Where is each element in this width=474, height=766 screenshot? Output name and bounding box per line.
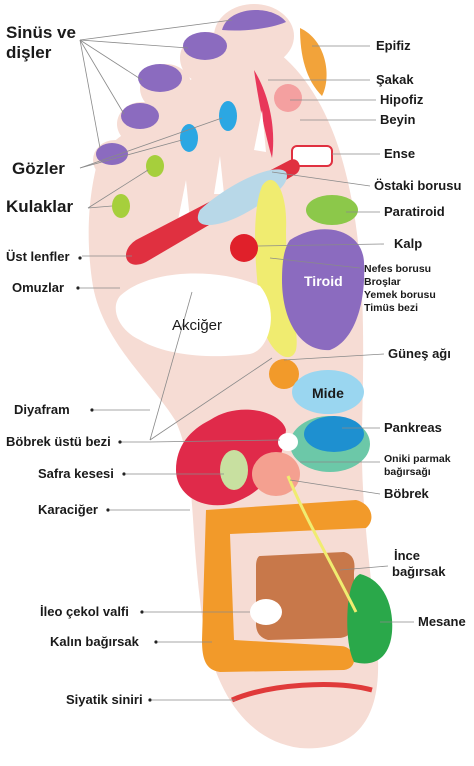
- label-pankreas: Pankreas: [384, 420, 442, 435]
- siyatik-zone: [231, 682, 373, 703]
- sinus-toe-4: [121, 103, 159, 129]
- label-yemek: Yemek borusu: [364, 289, 436, 301]
- eye-zone-1: [219, 101, 237, 131]
- label-karaciger: Karaciğer: [38, 502, 98, 517]
- label-sinus-2: dişler: [6, 43, 52, 62]
- label-oniki-1: Oniki parmak: [384, 453, 451, 465]
- gunes-zone: [269, 359, 299, 389]
- label-safra: Safra kesesi: [38, 466, 114, 481]
- mide-zone: [292, 370, 364, 414]
- leader-lines-right: [257, 45, 414, 623]
- ureter-line: [286, 475, 358, 613]
- label-akciger-zone: Akciğer: [172, 317, 222, 334]
- label-ust-lenfler: Üst lenfler: [6, 249, 70, 264]
- label-oniki-2: bağırsağı: [384, 466, 431, 478]
- tiroid-zone: [282, 229, 365, 351]
- label-epifiz: Epifiz: [376, 38, 411, 53]
- label-timus: Timüs bezi: [364, 302, 418, 314]
- ear-zone-2: [112, 194, 130, 218]
- paratiroid-zone: [306, 195, 358, 225]
- label-sakak: Şakak: [376, 72, 414, 87]
- sinus-big-toe: [222, 10, 286, 31]
- colon-zone: [202, 500, 372, 672]
- label-ense: Ense: [384, 146, 415, 161]
- label-sinus-1: Sinüs ve: [6, 23, 76, 42]
- label-kalp: Kalp: [394, 236, 422, 251]
- sinus-toe-2: [183, 32, 227, 60]
- left-dots: [76, 256, 158, 702]
- label-bobrek: Böbrek: [384, 486, 430, 501]
- ense-zone: [291, 145, 333, 167]
- label-nefes: Nefes borusu: [364, 263, 431, 275]
- bobrek-ustu-zone: [278, 433, 298, 451]
- label-siyatik: Siyatik siniri: [66, 692, 143, 707]
- label-kulaklar: Kulaklar: [6, 197, 73, 216]
- label-bobrek-ustu: Böbrek üstü bezi: [6, 434, 111, 449]
- label-mesane: Mesane: [418, 614, 466, 629]
- label-beyin: Beyin: [380, 112, 415, 127]
- label-ince-1: İnce: [394, 548, 420, 563]
- pankreas-zone: [304, 416, 364, 452]
- eye-zone-2: [180, 124, 198, 152]
- label-kalin: Kalın bağırsak: [50, 634, 140, 649]
- label-ostaki: Östaki borusu: [374, 178, 461, 193]
- label-gozler: Gözler: [12, 159, 65, 178]
- ileo-zone: [250, 599, 282, 625]
- label-paratiroid: Paratiroid: [384, 204, 445, 219]
- epifiz-zone: [300, 28, 327, 96]
- kidney-zone: [252, 452, 300, 496]
- sinus-toe-3: [138, 64, 182, 92]
- label-gunes: Güneş ağı: [388, 346, 451, 361]
- label-tiroid-zone: Tiroid: [304, 273, 343, 289]
- heart-zone: [230, 234, 258, 262]
- sakak-zone: [254, 70, 274, 158]
- label-diyafram: Diyafram: [14, 402, 70, 417]
- label-ince-2: bağırsak: [392, 564, 446, 579]
- label-broslar: Broşlar: [364, 276, 401, 288]
- label-mide-zone: Mide: [312, 385, 344, 401]
- akciger-zone: [115, 273, 271, 357]
- safra-zone: [220, 450, 248, 490]
- label-ileo: İleo çekol valfi: [40, 604, 129, 619]
- hipofiz-zone: [274, 84, 302, 112]
- label-hipofiz: Hipofiz: [380, 92, 424, 107]
- ear-zone-1: [146, 155, 164, 177]
- sinus-toe-5: [96, 143, 128, 165]
- label-omuzlar: Omuzlar: [12, 280, 64, 295]
- toe-dividers: [178, 110, 266, 220]
- leader-lines-left: [79, 19, 281, 701]
- bladder-zone: [347, 574, 393, 664]
- ince-bagirsak-zone: [256, 552, 355, 640]
